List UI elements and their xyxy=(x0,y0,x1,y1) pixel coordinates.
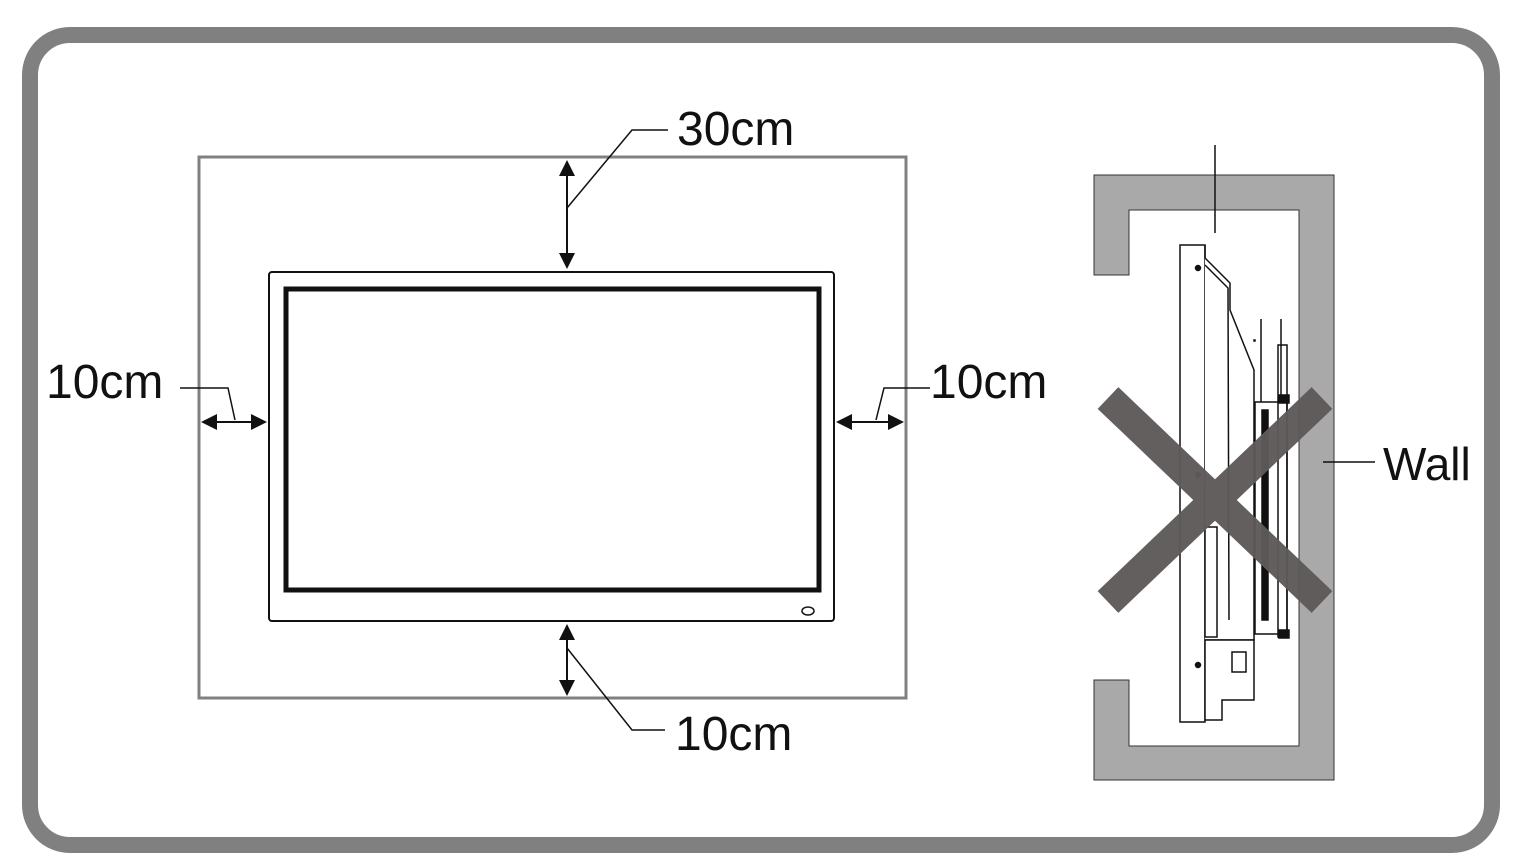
bottom-clearance-label: 10cm xyxy=(675,708,792,761)
not-allowed-cross-icon xyxy=(1097,387,1333,613)
front-view: 30cm 10cm 10cm 10cm xyxy=(46,103,1047,761)
side-view: Wall xyxy=(1093,145,1471,781)
clearance-boundary xyxy=(197,155,908,700)
top-leader-line xyxy=(566,129,668,209)
outer-frame xyxy=(22,27,1500,853)
bottom-leader-line xyxy=(566,647,665,731)
right-leader-line xyxy=(875,387,930,421)
wall-label: Wall xyxy=(1383,438,1471,490)
tv-screen xyxy=(283,286,822,593)
wall-recess xyxy=(1093,174,1335,781)
left-leader-line xyxy=(180,387,236,421)
tv-bezel xyxy=(268,271,835,622)
top-clearance-label: 30cm xyxy=(677,103,794,156)
power-indicator-icon xyxy=(801,606,815,616)
right-clearance-label: 10cm xyxy=(930,356,1047,409)
left-clearance-label: 10cm xyxy=(46,356,163,409)
